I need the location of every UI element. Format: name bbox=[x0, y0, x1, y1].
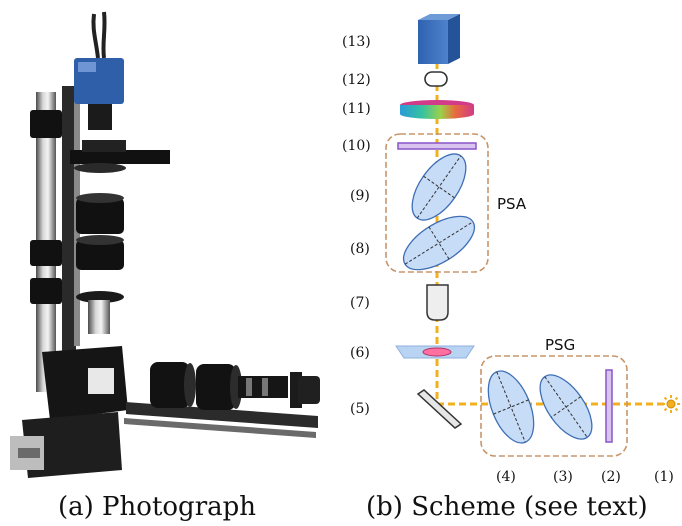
label-9: (9) bbox=[350, 188, 370, 204]
label-12: (12) bbox=[342, 72, 371, 88]
psa-retarder-8 bbox=[402, 215, 476, 271]
tube-lens bbox=[424, 71, 448, 87]
analyzer-polarizer bbox=[397, 142, 477, 150]
psa-label: PSA bbox=[497, 195, 527, 213]
psg-label: PSG bbox=[545, 336, 575, 354]
psa-box bbox=[385, 133, 489, 273]
label-1: (1) bbox=[654, 469, 674, 485]
psa-retarder-9 bbox=[411, 153, 467, 221]
caption-scheme: (b) Scheme (see text) bbox=[366, 492, 648, 522]
psg-box bbox=[480, 355, 628, 457]
label-11: (11) bbox=[342, 101, 371, 117]
color-filter bbox=[400, 100, 474, 119]
label-5: (5) bbox=[350, 401, 370, 417]
psg-retarder-4 bbox=[487, 370, 535, 444]
sample-slide bbox=[395, 345, 475, 359]
psg-retarder-3 bbox=[539, 374, 593, 440]
label-10: (10) bbox=[342, 138, 371, 154]
generator-polarizer bbox=[605, 369, 613, 443]
label-3: (3) bbox=[553, 469, 573, 485]
caption-photograph: (a) Photograph bbox=[58, 492, 257, 522]
label-4: (4) bbox=[496, 469, 516, 485]
label-7: (7) bbox=[350, 295, 370, 311]
sun-icon bbox=[662, 395, 680, 413]
label-6: (6) bbox=[350, 345, 370, 361]
label-13: (13) bbox=[342, 34, 371, 50]
camera-icon bbox=[418, 14, 460, 64]
mirror bbox=[416, 389, 463, 429]
label-2: (2) bbox=[601, 469, 621, 485]
objective bbox=[426, 284, 449, 321]
photograph-panel bbox=[10, 11, 320, 478]
scheme-panel: (13) (12) (11) (10) (9) (8) (7) (6) (5) … bbox=[342, 14, 680, 485]
label-8: (8) bbox=[350, 241, 370, 257]
